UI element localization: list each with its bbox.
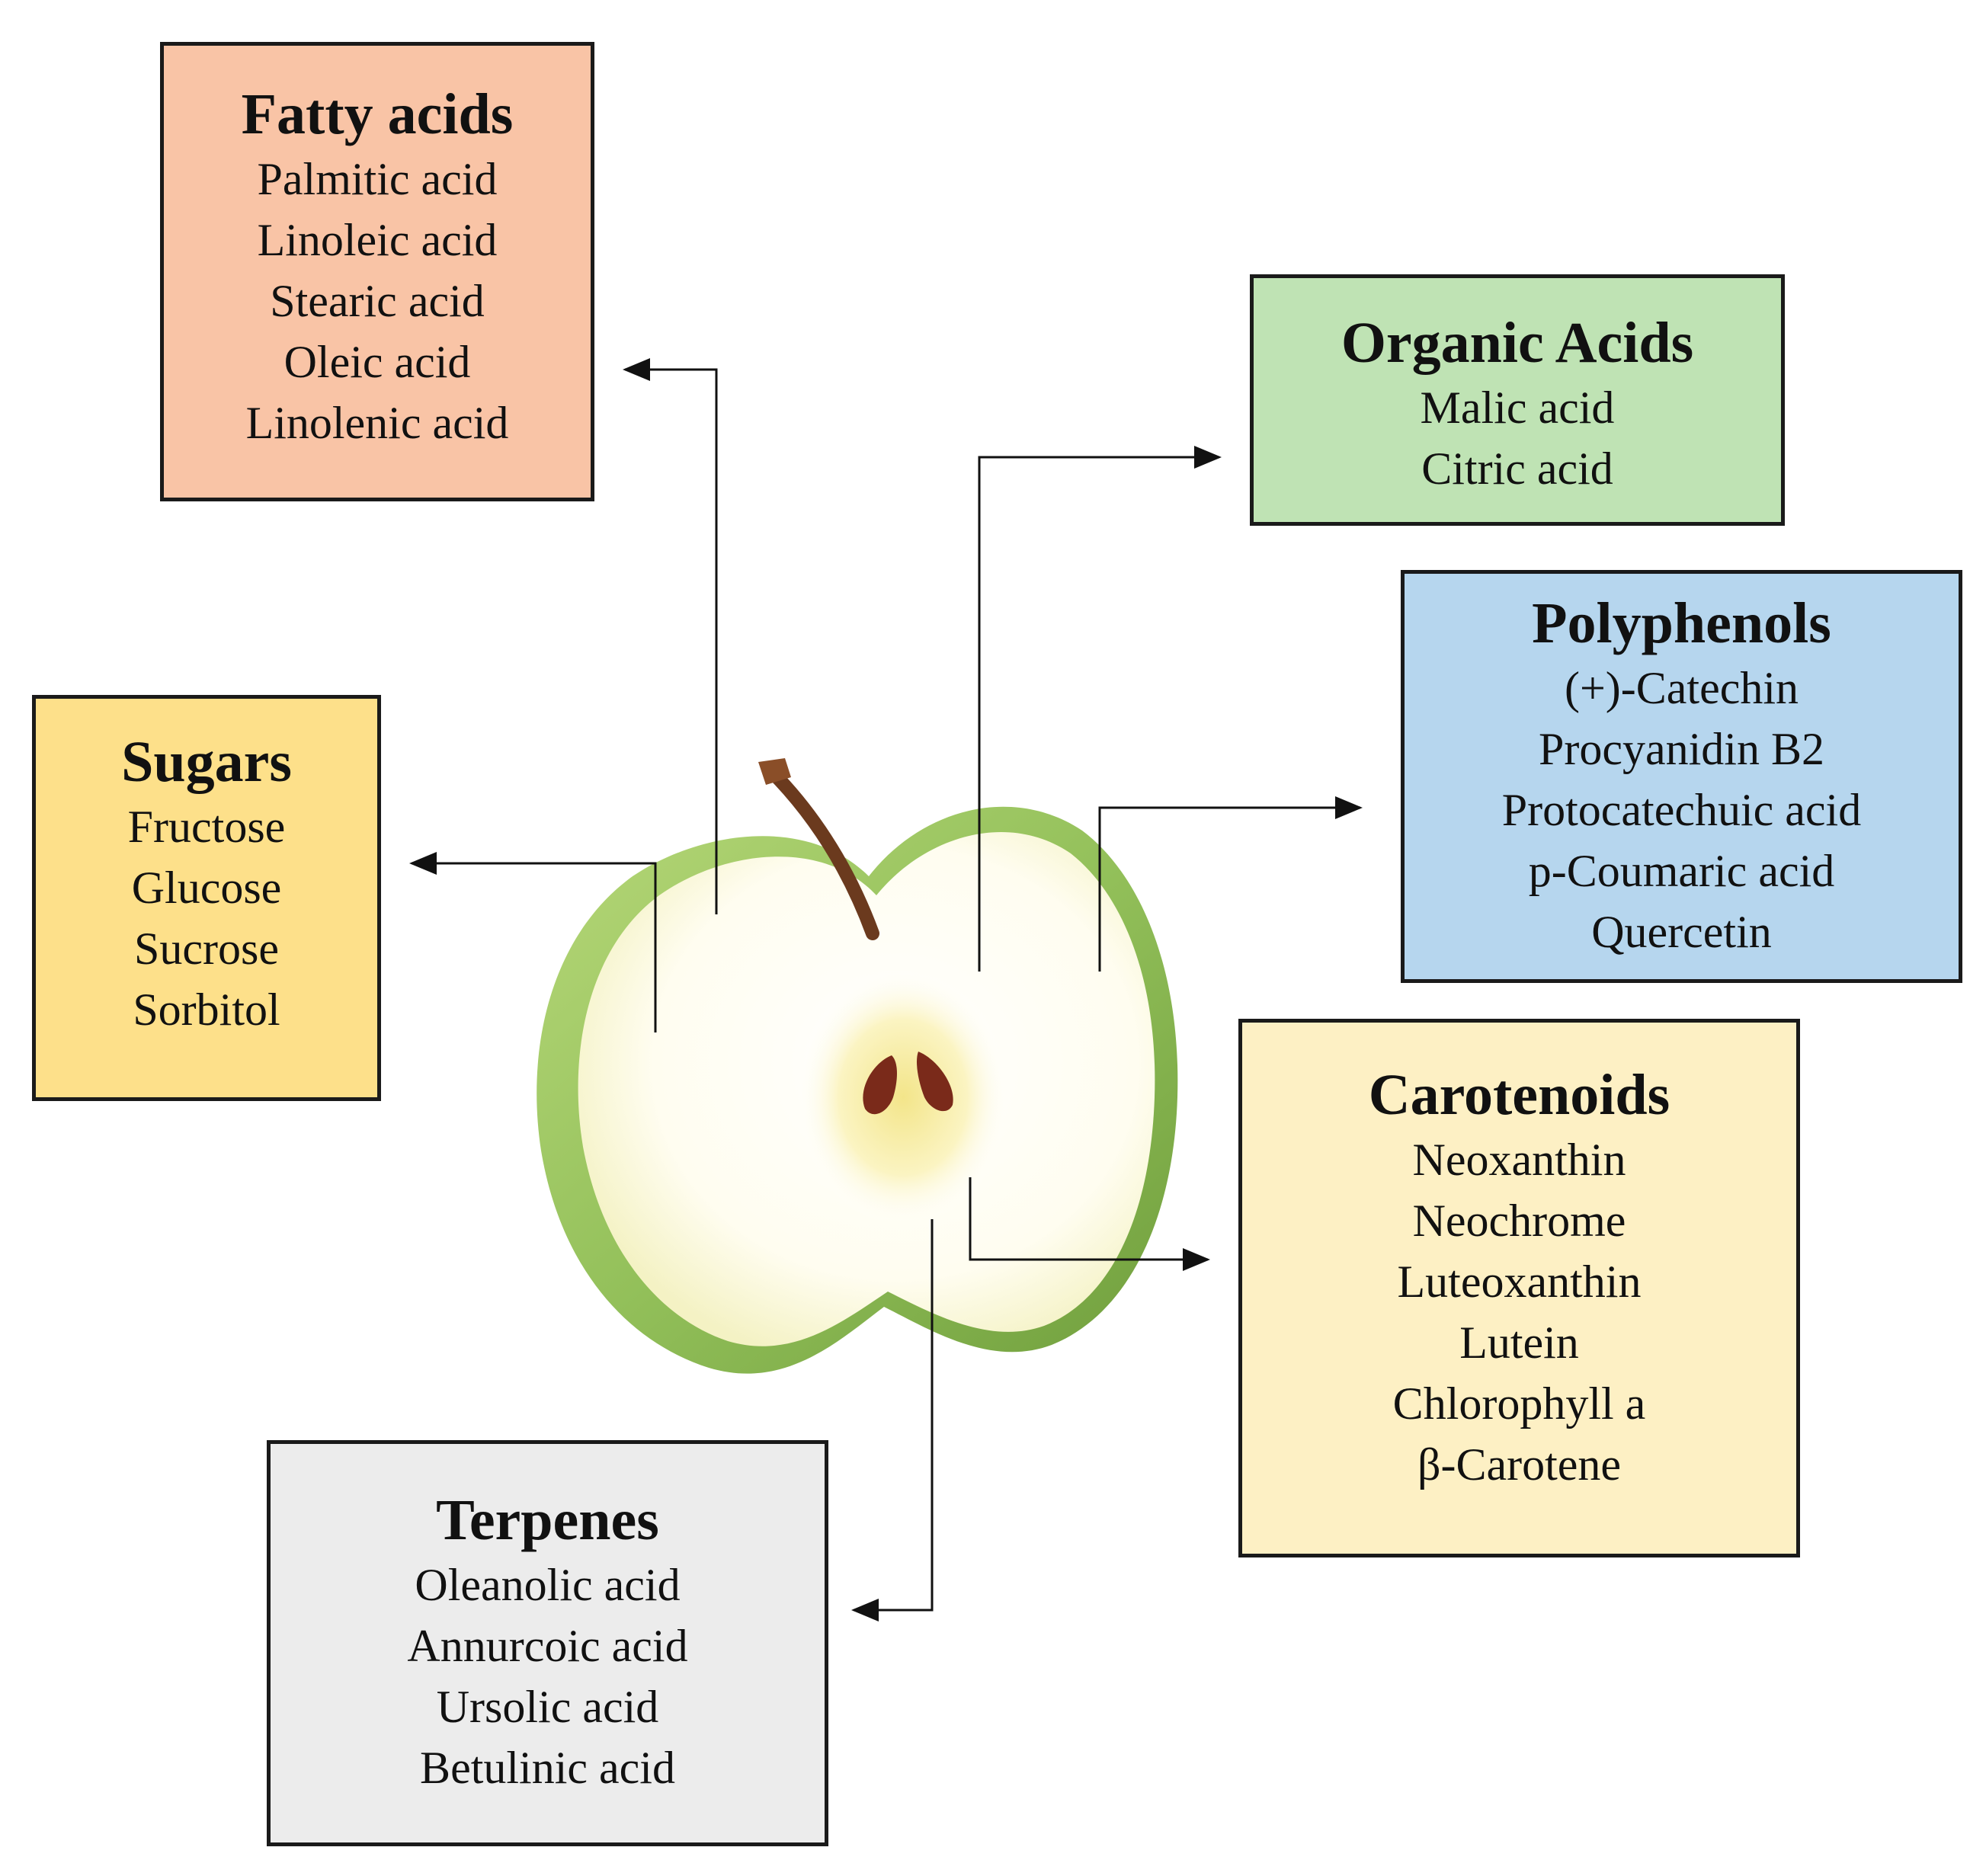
- list-item: Sorbitol: [133, 984, 280, 1035]
- list-item: Ursolic acid: [436, 1682, 659, 1732]
- list-item: Luteoxanthin: [1397, 1257, 1642, 1307]
- apple-seed-left: [863, 1055, 897, 1115]
- arrow-sugars: [409, 852, 657, 1032]
- arrow-carotenoids: [969, 1177, 1210, 1271]
- organic-acids-box: Organic Acids Malic acid Citric acid: [1250, 274, 1785, 526]
- arrow-terpenes: [851, 1219, 934, 1621]
- sugars-title: Sugars: [121, 730, 292, 794]
- arrow-polyphenols: [1098, 796, 1363, 972]
- list-item: Annurcoic acid: [407, 1621, 688, 1671]
- list-item: Oleanolic acid: [415, 1560, 681, 1610]
- apple-seed-right: [916, 1052, 953, 1112]
- list-item: (+)-Catechin: [1564, 663, 1799, 713]
- list-item: Linoleic acid: [257, 215, 498, 265]
- list-item: Neoxanthin: [1412, 1135, 1626, 1185]
- list-item: Betulinic acid: [420, 1743, 675, 1793]
- apple-core: [796, 968, 1010, 1227]
- list-item: p-Coumaric acid: [1528, 846, 1835, 896]
- list-item: Citric acid: [1421, 443, 1613, 494]
- list-item: Quercetin: [1591, 907, 1772, 957]
- list-item: Palmitic acid: [257, 154, 498, 204]
- polyphenols-title: Polyphenols: [1532, 591, 1831, 655]
- carotenoids-title: Carotenoids: [1368, 1063, 1670, 1127]
- organic-acids-title: Organic Acids: [1341, 311, 1694, 375]
- list-item: Malic acid: [1420, 383, 1615, 433]
- polyphenols-box: Polyphenols (+)-Catechin Procyanidin B2 …: [1401, 570, 1962, 983]
- terpenes-title: Terpenes: [436, 1488, 659, 1552]
- list-item: Fructose: [127, 802, 286, 852]
- list-item: Linolenic acid: [245, 398, 509, 448]
- apple-stem: [763, 763, 879, 940]
- arrow-organic-acids: [978, 446, 1222, 972]
- list-item: Protocatechuic acid: [1501, 785, 1862, 835]
- list-item: Neochrome: [1412, 1196, 1626, 1246]
- apple-illustration: [537, 758, 1178, 1374]
- list-item: β-Carotene: [1417, 1439, 1622, 1490]
- list-item: Oleic acid: [283, 337, 471, 387]
- list-item: Lutein: [1459, 1317, 1579, 1368]
- list-item: Chlorophyll a: [1392, 1378, 1646, 1429]
- sugars-box: Sugars Fructose Glucose Sucrose Sorbitol: [32, 695, 381, 1101]
- list-item: Procyanidin B2: [1539, 724, 1824, 774]
- carotenoids-box: Carotenoids Neoxanthin Neochrome Luteoxa…: [1238, 1019, 1800, 1557]
- connectors: [409, 358, 1363, 1621]
- list-item: Stearic acid: [270, 276, 485, 326]
- arrow-fatty-acids: [623, 358, 718, 914]
- list-item: Glucose: [131, 863, 282, 913]
- apple-stem-tip: [758, 758, 791, 785]
- terpenes-box: Terpenes Oleanolic acid Annurcoic acid U…: [267, 1440, 828, 1846]
- list-item: Sucrose: [134, 924, 279, 974]
- fatty-acids-box: Fatty acids Palmitic acid Linoleic acid …: [160, 42, 594, 501]
- fatty-acids-title: Fatty acids: [241, 82, 514, 146]
